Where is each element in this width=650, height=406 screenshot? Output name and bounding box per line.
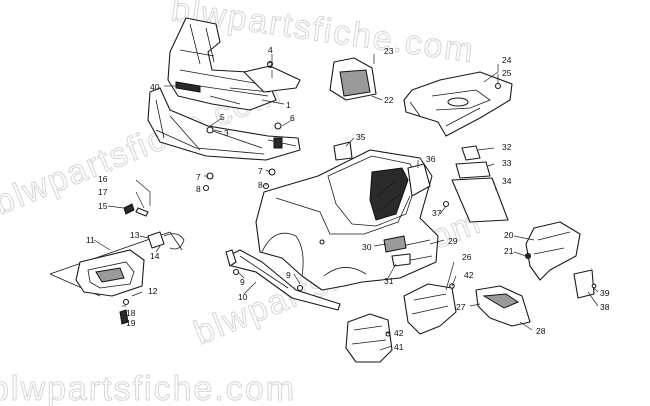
rack-hardware (202, 60, 283, 192)
callout-33: 33 (502, 158, 512, 168)
callout-5: 5 (220, 112, 225, 122)
watermark: blwpartsfiche.com (0, 370, 296, 406)
top-panel (403, 71, 513, 137)
callout-16: 16 (98, 174, 108, 184)
callout-7: 7 (258, 166, 263, 176)
callout-35: 35 (356, 132, 366, 142)
callout-40: 40 (150, 82, 160, 92)
callout-8: 8 (196, 184, 201, 194)
callout-42: 42 (464, 270, 474, 280)
lower-bar (225, 249, 341, 311)
callout-2: 2 (268, 60, 273, 70)
callout-23: 23 (384, 46, 394, 56)
headlight-assembly (49, 203, 185, 325)
callout-42: 42 (394, 328, 404, 338)
callout-26: 26 (462, 252, 472, 262)
callout-31: 31 (384, 276, 394, 286)
callout-9: 9 (286, 270, 291, 280)
splash-guards (345, 283, 531, 363)
callout-24: 24 (502, 55, 512, 65)
callout-41: 41 (394, 342, 404, 352)
callout-17: 17 (98, 187, 108, 197)
callout-10: 10 (238, 292, 248, 302)
callout-labels: 1 2 3 4 5 6 7 7 8 8 9 9 10 11 12 13 14 1… (86, 45, 610, 352)
callout-8: 8 (258, 180, 263, 190)
callout-6: 6 (290, 113, 295, 123)
callout-21: 21 (504, 246, 514, 256)
callout-37: 37 (432, 208, 442, 218)
callout-12: 12 (148, 286, 158, 296)
callout-14: 14 (150, 251, 160, 261)
callout-20: 20 (504, 230, 514, 240)
callout-30: 30 (362, 242, 372, 252)
callout-1: 1 (286, 100, 291, 110)
callout-11: 11 (86, 235, 95, 245)
front-rack (147, 17, 301, 161)
callout-39: 39 (600, 288, 610, 298)
callout-38: 38 (600, 302, 610, 312)
callout-15: 15 (98, 201, 108, 211)
callout-27: 27 (456, 302, 466, 312)
callout-34: 34 (502, 176, 512, 186)
front-body (255, 141, 450, 291)
callout-32: 32 (502, 142, 512, 152)
callout-19: 19 (126, 318, 136, 328)
callout-36: 36 (426, 154, 436, 164)
callout-13: 13 (130, 230, 140, 240)
callout-28: 28 (536, 326, 546, 336)
callout-9: 9 (240, 277, 245, 287)
callout-3: 3 (224, 128, 229, 138)
callout-4: 4 (268, 45, 273, 55)
callout-25: 25 (502, 68, 512, 78)
storage-cover (329, 57, 377, 101)
decals (451, 145, 509, 223)
callout-29: 29 (448, 236, 458, 246)
leader-lines (93, 54, 599, 351)
small-panel (573, 269, 597, 299)
callout-7: 7 (196, 172, 201, 182)
callout-18: 18 (126, 308, 136, 318)
callout-22: 22 (384, 95, 394, 105)
right-side-panel (525, 221, 581, 281)
